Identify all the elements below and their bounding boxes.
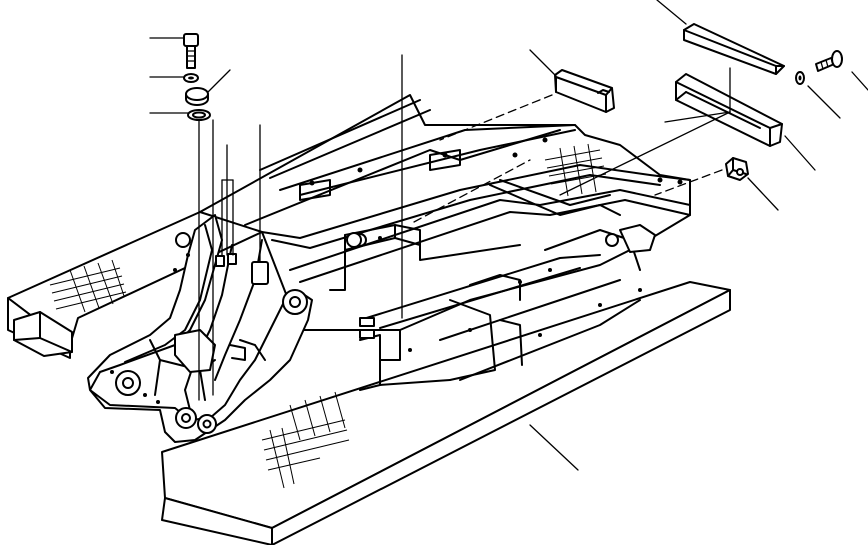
- wear-strip-lower: [675, 73, 783, 147]
- mount-parts: [215, 253, 375, 339]
- leader-lines: [149, 0, 868, 471]
- center-frame: [199, 94, 691, 331]
- left-frame-hatch: [49, 259, 127, 313]
- stopper-block: [725, 157, 749, 181]
- guide-block: [554, 69, 615, 113]
- center-frame-hatch: [544, 143, 607, 197]
- right-track-frame: [161, 279, 731, 545]
- bolt-top-left: [183, 33, 199, 69]
- wear-strip-upper: [683, 23, 785, 75]
- cap-plate: [185, 87, 209, 106]
- right-frame-hatch: [261, 391, 350, 489]
- washer-right: [795, 71, 805, 85]
- lock-washer: [183, 73, 199, 83]
- spacer-ring: [187, 109, 211, 121]
- bolt-right: [815, 50, 843, 72]
